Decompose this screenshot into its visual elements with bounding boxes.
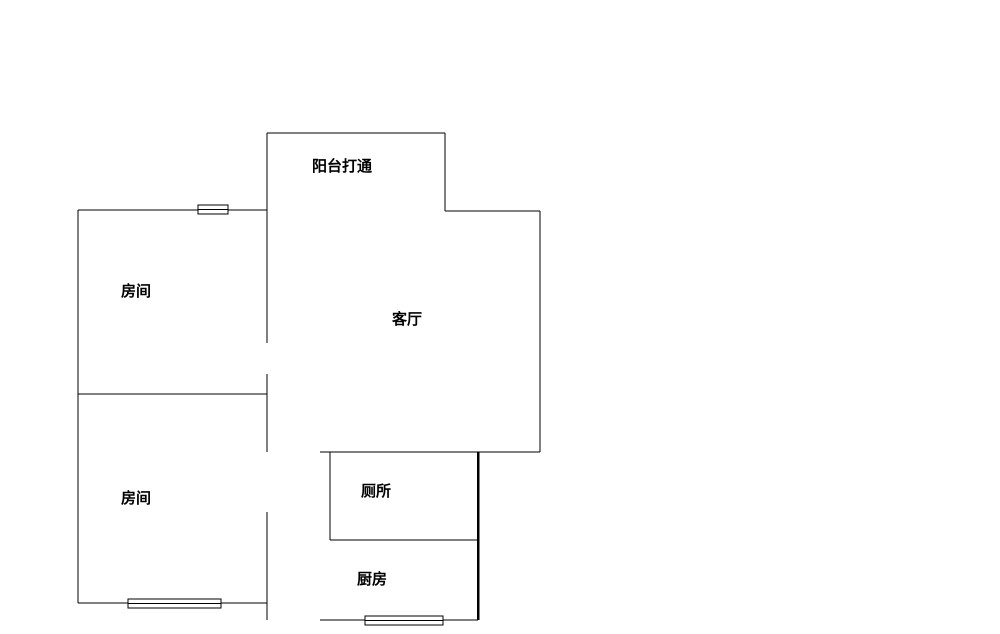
balcony-label: 阳台打通 xyxy=(312,157,372,175)
room-upper-label: 房间 xyxy=(121,282,151,300)
living-room-label: 客厅 xyxy=(391,310,422,328)
room-lower-label: 房间 xyxy=(121,489,151,507)
toilet-label: 厕所 xyxy=(361,482,391,500)
kitchen-label: 厨房 xyxy=(357,570,387,588)
